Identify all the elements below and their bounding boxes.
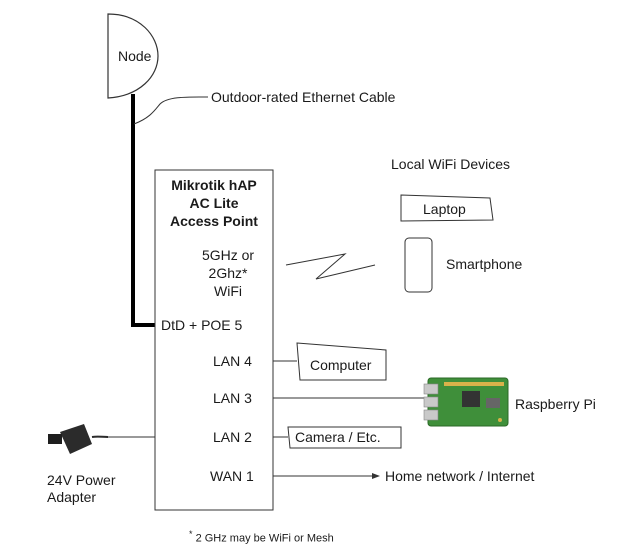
smartphone-shape — [404, 237, 433, 293]
power-adapter-image — [48, 424, 109, 454]
camera-label: Camera / Etc. — [295, 429, 381, 445]
wifi-devices-heading: Local WiFi Devices — [391, 156, 511, 172]
port-lan-4: LAN 4 — [213, 353, 252, 369]
ethernet-cable-line — [131, 94, 156, 327]
node-shape — [107, 13, 159, 99]
power-label-line-2: Adapter — [47, 489, 97, 505]
computer-shape — [296, 342, 387, 381]
wifi-line-1: 5GHz or — [201, 247, 255, 263]
footnote-marker: * — [189, 529, 193, 539]
port-lan-3: LAN 3 — [213, 390, 252, 406]
home-network-label: Home network / Internet — [385, 468, 535, 484]
footnote-text: 2 GHz may be WiFi or Mesh — [192, 532, 334, 545]
router-box — [154, 169, 274, 511]
wifi-line-2: 2Ghz* — [208, 265, 248, 281]
router-title-line-3: Access Point — [170, 213, 258, 229]
raspberry-pi-image — [423, 377, 509, 427]
camera-shape — [287, 426, 402, 449]
port-dtd-poe-5: DtD + POE 5 — [161, 317, 243, 333]
node-label: Node — [118, 48, 152, 64]
wan1-arrowhead — [372, 473, 380, 479]
port-wan-1: WAN 1 — [210, 468, 254, 484]
raspberry-pi-label: Raspberry Pi — [515, 396, 596, 412]
power-label-line-1: 24V Power — [47, 472, 116, 488]
footnote: * 2 GHz may be WiFi or Mesh — [189, 527, 334, 546]
computer-label: Computer — [310, 357, 372, 373]
cable-label-leader — [133, 96, 209, 125]
router-title-line-1: Mikrotik hAP — [171, 177, 257, 193]
cable-label: Outdoor-rated Ethernet Cable — [211, 89, 396, 105]
port-lan-2: LAN 2 — [213, 429, 252, 445]
wifi-signal-symbol — [285, 253, 376, 280]
smartphone-label: Smartphone — [446, 256, 523, 272]
router-title-line-2: AC Lite — [189, 195, 239, 211]
router-title: Mikrotik hAP AC Lite Access Point — [155, 176, 273, 230]
laptop-label: Laptop — [423, 201, 466, 217]
router-wifi-label: 5GHz or 2Ghz* WiFi — [188, 246, 268, 300]
wifi-line-3: WiFi — [214, 283, 242, 299]
laptop-shape — [400, 194, 494, 222]
power-adapter-label: 24V Power Adapter — [47, 472, 115, 506]
